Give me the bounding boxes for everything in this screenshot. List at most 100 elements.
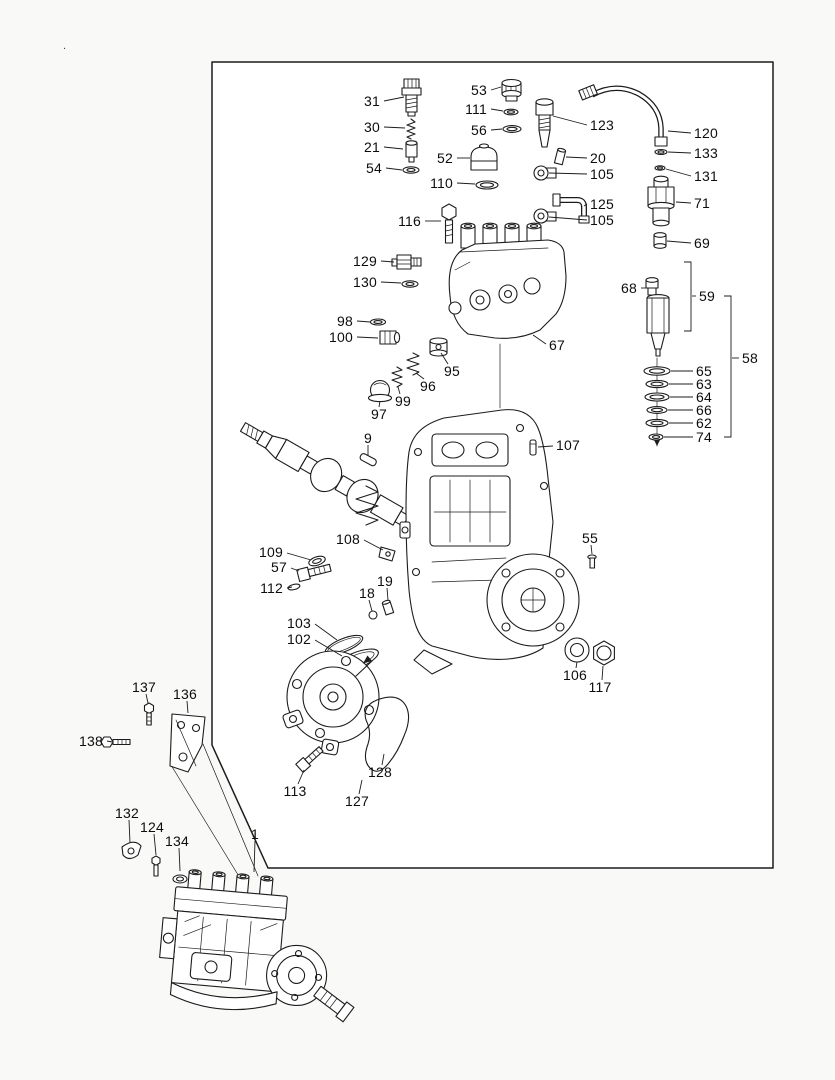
leader-line-57: [290, 567, 300, 572]
part-label-137: 137: [132, 679, 156, 695]
leader-line-18: [368, 599, 373, 612]
leader-line-53: [490, 86, 502, 91]
part-label-105: 105: [590, 166, 614, 182]
part-label-53: 53: [471, 82, 487, 98]
part-label-133: 133: [694, 145, 718, 161]
leader-line-21: [383, 146, 404, 150]
leader-line-95: [440, 352, 449, 365]
leader-line-117: [601, 665, 604, 681]
part-30-spring-drawing: [406, 118, 416, 140]
part-label-120: 120: [694, 125, 718, 141]
part-label-57: 57: [271, 559, 287, 575]
part-138-bolt-drawing: [100, 736, 131, 748]
washer-stack-drawing: [643, 366, 671, 441]
part-108-clip-drawing: [378, 546, 396, 562]
part-label-127: 127: [345, 793, 369, 809]
part-label-9: 9: [364, 430, 372, 446]
direction-arrow-icon: [355, 660, 373, 677]
leader-lines: [106, 86, 739, 873]
part-129-drawing: [391, 254, 422, 270]
leader-line-124: [153, 833, 157, 856]
part-18-ball-drawing: [368, 610, 378, 620]
part-label-66: 66: [696, 402, 712, 418]
part-label-19: 19: [377, 573, 393, 589]
leader-line-132: [128, 819, 131, 844]
leader-line-110: [456, 182, 476, 185]
part-95-sleeve-drawing: [429, 337, 448, 357]
leader-line-130: [380, 281, 402, 284]
part-59-nozzle-drawing: [646, 294, 670, 357]
part-137-bolt-drawing: [143, 702, 155, 726]
part-label-138: 138: [79, 733, 103, 749]
governor-cover-drawing: [282, 634, 410, 773]
part-116-bolt-drawing: [441, 203, 457, 244]
leader-line-102: [314, 639, 343, 657]
part-label-132: 132: [115, 805, 139, 821]
part-99-spring-drawing: [391, 366, 403, 388]
leader-line-19: [386, 587, 389, 601]
part-label-131: 131: [694, 168, 718, 184]
leader-line-105: [548, 216, 588, 221]
leader-line-103: [314, 623, 338, 641]
leader-line-125: [583, 203, 588, 207]
leader-line-128: [381, 753, 385, 766]
part-105b-banjo-drawing: [533, 208, 557, 224]
part-109-spacer-drawing: [308, 555, 326, 567]
part-label-58: 58: [742, 350, 758, 366]
leader-line-98: [356, 320, 371, 323]
part-label-52: 52: [437, 150, 453, 166]
leader-line-20: [565, 156, 588, 159]
leader-line-133: [667, 151, 692, 154]
part-96-spring-drawing: [406, 352, 420, 376]
leader-line-54: [385, 167, 403, 171]
leader-line-106: [575, 661, 578, 669]
leader-line-71: [675, 201, 692, 204]
part-label-95: 95: [444, 363, 460, 379]
top-fittings-drawing: [391, 78, 590, 288]
part-98-washer-drawing: [369, 318, 387, 326]
leader-line-127: [358, 779, 363, 795]
part-label-125: 125: [590, 196, 614, 212]
part-133-ring-drawing: [654, 148, 668, 156]
pump-head-drawing: [448, 222, 567, 339]
part-130-washer-drawing: [401, 280, 419, 288]
part-label-97: 97: [371, 406, 387, 422]
part-56-washer-drawing: [502, 125, 522, 133]
part-label-123: 123: [590, 117, 614, 133]
leader-line-97: [378, 400, 381, 408]
part-label-18: 18: [359, 585, 375, 601]
part-label-106: 106: [563, 667, 587, 683]
part-120-pipe-drawing: [578, 84, 668, 147]
part-label-108: 108: [336, 531, 360, 547]
part-label-21: 21: [364, 139, 380, 155]
leader-line-107: [537, 445, 554, 448]
part-label-109: 109: [259, 544, 283, 560]
part-label-71: 71: [694, 195, 710, 211]
part-label-1: 1: [251, 826, 259, 842]
part-20-stud-drawing: [553, 147, 567, 166]
stray-mark: .: [63, 40, 67, 52]
part-110-oring-drawing: [475, 180, 499, 190]
leader-line-138: [106, 740, 113, 743]
leader-line-1: [253, 840, 256, 873]
part-label-117: 117: [588, 679, 612, 695]
part-69-drawing: [653, 232, 667, 249]
part-label-113: 113: [283, 783, 307, 799]
part-label-62: 62: [696, 415, 712, 431]
pump-housing-drawing: [287, 409, 597, 675]
part-label-129: 129: [353, 253, 377, 269]
part-label-69: 69: [694, 235, 710, 251]
assembly-arrow-icon: [653, 439, 661, 446]
part-132-clamp-drawing: [121, 841, 142, 860]
part-label-134: 134: [165, 833, 189, 849]
part-124-bolt-drawing: [151, 855, 161, 877]
group-58-bracket: [724, 295, 732, 438]
leader-line-137: [145, 693, 149, 704]
part-label-98: 98: [337, 313, 353, 329]
group-59-bracket: [684, 261, 692, 332]
part-68-drawing: [645, 277, 659, 296]
leader-line-111: [490, 108, 504, 112]
part-label-67: 67: [549, 337, 565, 353]
mounting-bracket-drawing: [100, 702, 206, 773]
